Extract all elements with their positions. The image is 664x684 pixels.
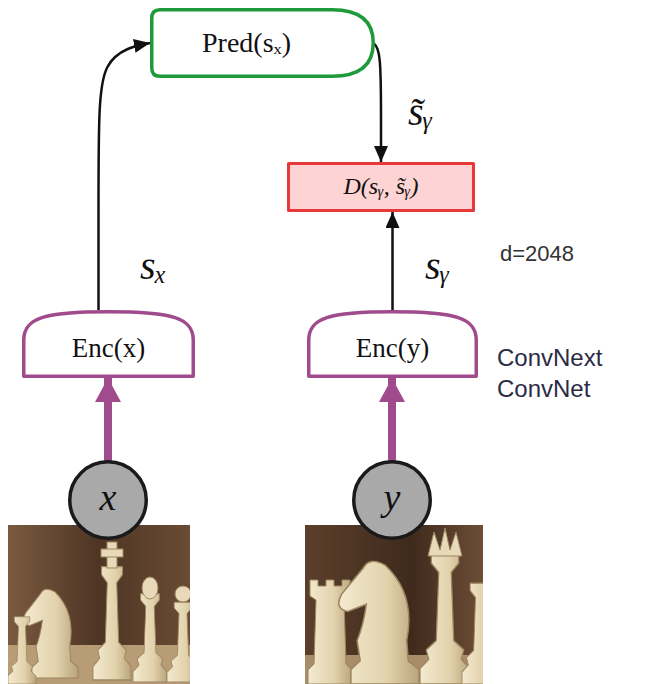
- node-text: y: [384, 476, 401, 520]
- shape-outline: [309, 312, 477, 377]
- node-text: Pred(sₓ): [202, 27, 291, 59]
- distance-box: D(sᵧ, s̃ᵧ): [287, 162, 475, 212]
- input-circle: y: [352, 460, 432, 540]
- chess-photo-left: [8, 525, 190, 684]
- edge-label: sₓ: [140, 246, 167, 286]
- encoder-shape: Enc(y): [307, 310, 478, 378]
- shape-outline: [152, 10, 374, 77]
- node-text: D(sᵧ, s̃ᵧ): [343, 173, 418, 201]
- shape-outline: [289, 164, 474, 211]
- backbone-label: ConvNext ConvNet: [497, 342, 602, 404]
- circle-outline: [70, 462, 147, 539]
- node-text: Enc(x): [72, 333, 145, 364]
- node-text: x: [100, 476, 117, 520]
- edge-label: s̃ᵧ: [408, 92, 433, 132]
- predictor-box: Pred(sₓ): [150, 8, 375, 78]
- chess-photo-right: [305, 525, 483, 684]
- dimension-label: d=2048: [500, 240, 574, 269]
- input-arrow: [104, 378, 112, 462]
- edge-label: sᵧ: [425, 246, 450, 286]
- encoder-shape: Enc(x): [22, 310, 195, 378]
- circle-outline: [354, 462, 431, 539]
- input-circle: x: [68, 460, 148, 540]
- flow-arrow: [373, 43, 381, 162]
- node-text: Enc(y): [356, 333, 429, 364]
- flow-arrow: [391, 212, 394, 310]
- shape-outline: [24, 312, 194, 377]
- input-arrow: [388, 378, 396, 462]
